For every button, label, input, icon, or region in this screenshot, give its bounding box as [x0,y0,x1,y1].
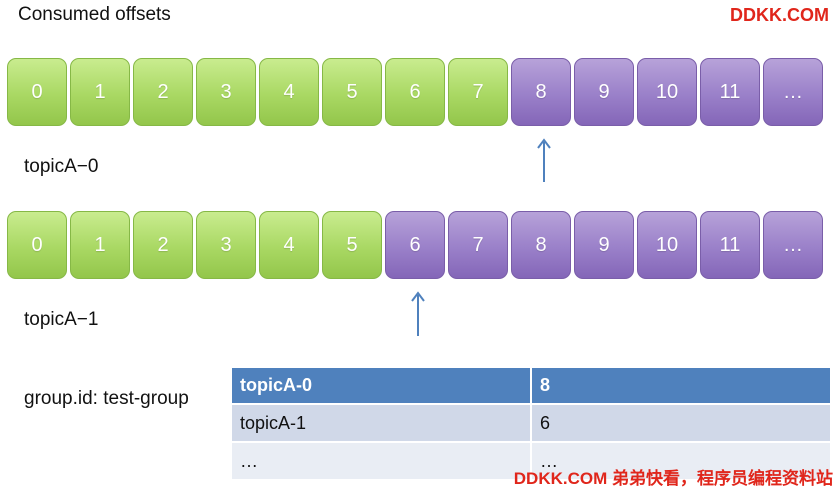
offset-cell: 5 [322,58,382,126]
footer-watermark: DDKK.COM 弟弟快看，程序员编程资料站 [513,469,833,488]
offset-cell: 11 [700,58,760,126]
diagram-title: Consumed offsets [18,4,171,25]
offset-cell: 4 [259,58,319,126]
offset-cell: 9 [574,58,634,126]
table-cell: 6 [531,403,830,442]
offset-cell: 0 [7,58,67,126]
arrow-up-icon [537,138,551,182]
offset-cell: 1 [70,58,130,126]
table-row: topicA-1 6 [232,403,830,442]
offset-cell: 6 [385,211,445,279]
arrow-up-icon [411,291,425,336]
table-cell: … [232,441,532,479]
table-cell: topicA-1 [232,403,532,442]
offset-cell: 6 [385,58,445,126]
offset-cell: 0 [7,211,67,279]
table-cell: 8 [531,368,830,404]
offset-cell: 5 [322,211,382,279]
offset-cell: 11 [700,211,760,279]
partition-label: topicA−0 [24,156,99,177]
offset-cell: 4 [259,211,319,279]
offset-cell: 8 [511,211,571,279]
committed-offsets-table: topicA-0 8 topicA-1 6 … … [232,368,830,479]
group-id-label: group.id: test-group [24,388,189,409]
table-cell: topicA-0 [232,368,532,404]
offset-cell: 10 [637,211,697,279]
table-row: … … [232,441,830,479]
offset-cell: 10 [637,58,697,126]
offset-cell: 9 [574,211,634,279]
table-cell: … [531,441,830,479]
partition-label: topicA−1 [24,309,99,330]
offset-cell: 1 [70,211,130,279]
offset-cell: 2 [133,211,193,279]
offset-cell: 2 [133,58,193,126]
offset-cell: 3 [196,58,256,126]
offset-cell: 3 [196,211,256,279]
offset-cell: 7 [448,58,508,126]
offset-cell: … [763,211,823,279]
offset-cell: 8 [511,58,571,126]
brand-watermark: DDKK.COM [730,5,829,25]
offset-cell: 7 [448,211,508,279]
table-row: topicA-0 8 [232,368,830,404]
offset-cell: … [763,58,823,126]
